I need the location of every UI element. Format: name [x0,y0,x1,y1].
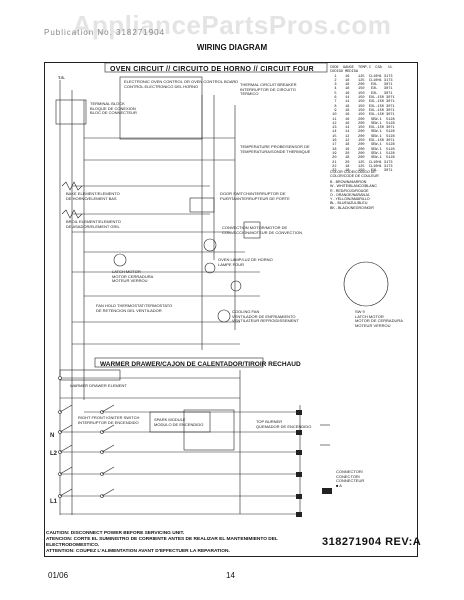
color-code-title: COLOR CODE/CODIGO DE COLOR/CODE DE COULE… [330,170,379,179]
convection-motor-symbol [203,238,217,252]
oven-lamp-label: OVEN LAMP/LUZ DE HORNO LAMPE FOUR [218,257,273,267]
neutral-label: N [50,433,55,439]
terminal-block-label: TERMINAL BLOCK BLOQUE DE CONEXION BLOC D… [90,101,137,116]
broil-element-label: BROIL ELEMENT/ELEMENTO DE ASADOR/ELEMENT… [66,219,121,229]
surface-switch-label: RIGHT FRONT IGNITER SWITCH INTERRUPTOR D… [78,415,140,425]
page-number: 14 [226,571,235,580]
part-number: 318271904 REV:A [322,536,422,548]
page-title: WIRING DIAGRAM [196,43,268,52]
latch-motor-right-symbol [343,261,389,307]
wire-gauge-table: CODE GAUGE TEMP.C CSA UL CODIGO MEDIDA 1… [330,66,395,174]
top-burner-label: TOP BURNER QUEMADOR DE ENCENDIDO [256,419,312,429]
footer-date: 01/06 [48,571,69,580]
connector-legend-label: CONNECTOR/ CONECTOR/ CONNECTEUR ■ A [336,469,365,488]
spark-module-label: SPARK MODULE MODULO DE ENCENDIDO [154,417,204,427]
terminal-block [55,99,87,125]
model-header: Publication No. 318271904 [44,28,166,37]
warmer-header-box [94,357,264,368]
warmer-element-label: WARMER DRAWER ELEMENT [70,383,127,388]
cooling-fan-symbol [217,309,231,323]
caution-line-en: CAUTION: DISCONNECT POWER BEFORE SERVICI… [46,531,185,536]
color-code-list: B - BROWN/MARRON W - WHITE/BLANCO/BLANC … [330,180,377,210]
caution-line-es: ATENCION: CORTE EL SUMINISTRO DE CORRIEN… [46,537,278,548]
cooling-fan-label: COOLING FAN VENTILADOR DE ENFRIAMIENTO V… [232,309,299,324]
warmer-drawer-title: WARMER DRAWER/CAJON DE CALENTADOR/TIROIR… [100,361,301,368]
caution-line-fr: ATTENTION: COUPEZ L'ALIMENTATION AVANT D… [46,549,230,554]
oven-circuit-header-box [104,62,328,73]
bake-element-label: BAKE ELEMENT/ELEMENTO DE HORNO/ELEMENT B… [66,191,120,201]
latch-motor-label: LATCH MOTOR MOTOR CERRADURA MOTEUR VERRO… [112,269,154,284]
temp-probe-label: TEMPERATURE PROBE/SENSOR DE TEMPERATURA/… [240,144,311,154]
l1-label: L1 [50,499,58,505]
control-board-label: ELECTRONIC OVEN CONTROL OR OVEN CONTROL … [124,79,239,89]
thermal-breaker-label: THERMAL CIRCUIT BREAKER INTERRUPTOR DE C… [240,82,297,97]
latch-motor-symbol [113,253,127,267]
oven-lamp-symbol [204,262,216,274]
watermark-text: AppliancePartsPros.com [72,10,392,40]
latch-motor-right-label: SW 9 LATCH MOTOR MOTOR DE CERRADURA MOTE… [355,309,403,328]
door-switch-label: DOOR SWITCH/INTERRUPTOR DE PUERTA/INTERR… [220,191,290,201]
spark-module-box [149,411,211,433]
oven-circuit-title: OVEN CIRCUIT // CIRCUITO DE HORNO // CIR… [110,66,314,73]
oven-lamp-2-symbol [230,280,242,292]
diagram-frame [44,62,418,557]
fan-hold-thermostat-label: FAN HOLD THERMOSTAT/TERMOSTATO DE RETENC… [96,303,173,313]
ts-label: T.S. [58,75,65,80]
l2-label: L2 [50,451,58,457]
connector-legend-marker [322,488,332,494]
caution-block: CAUTION: DISCONNECT POWER BEFORE SERVICI… [46,531,306,555]
convection-motor-label: CONVECTION MOTOR/MOTOR DE CONVECCION/MOT… [222,225,303,235]
